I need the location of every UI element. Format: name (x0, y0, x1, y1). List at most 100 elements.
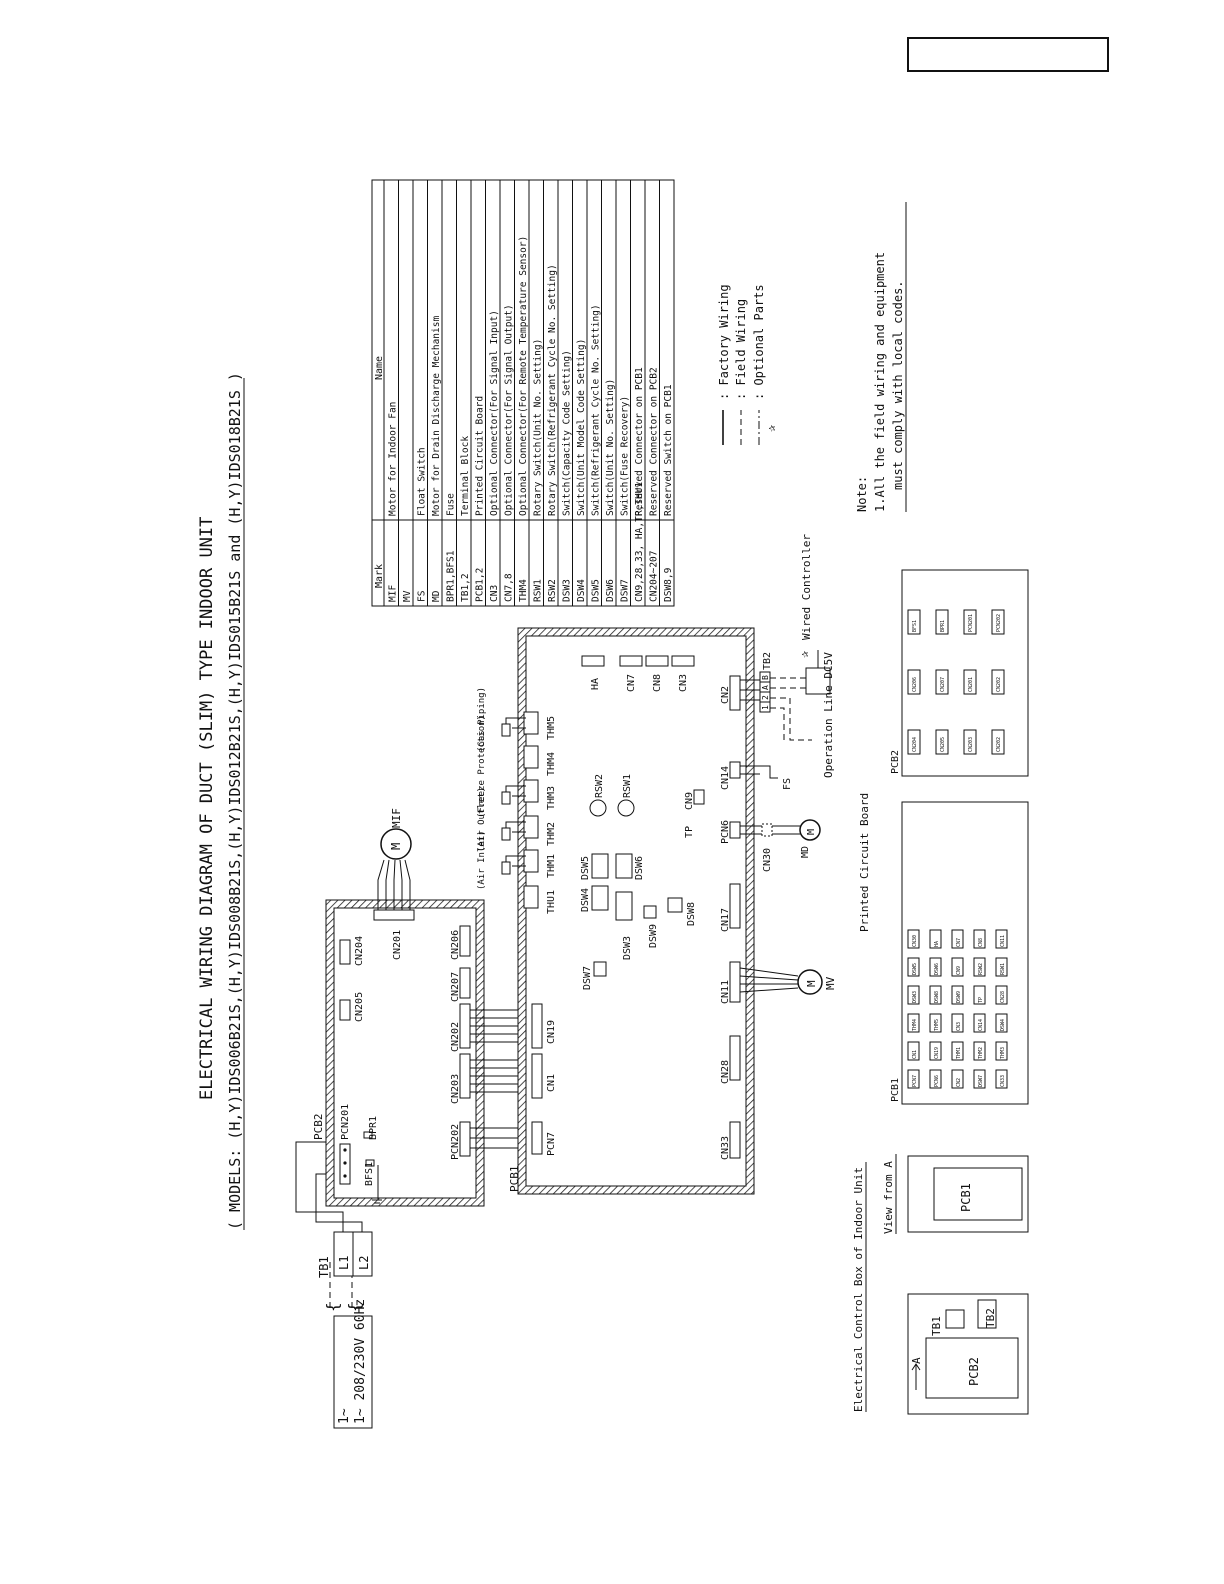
pcn7-label: PCN7 (546, 1132, 557, 1156)
dsw9-label: DSW9 (648, 924, 659, 948)
pcb1-layout-part: CN30 (912, 935, 918, 947)
thm2-label: THM2 (546, 822, 557, 846)
pcb1-layout-part: RSW1 (1000, 963, 1006, 975)
optional-star-icon: ✰ (797, 651, 811, 658)
cn17-label: CN17 (720, 908, 731, 932)
cn203-label: CN203 (450, 1074, 461, 1104)
power-supply-label: 1~ 208/230V 60Hz (353, 1299, 368, 1424)
dsw4-label: DSW4 (580, 888, 591, 912)
pcb1-layout-part: CN14 (978, 1019, 984, 1031)
ha-label: HA (590, 678, 601, 690)
cn206-label: CN206 (450, 930, 461, 960)
mv-m-symbol: M (805, 980, 818, 987)
pcb1-layout-part: DSW9 (956, 991, 962, 1003)
table-row-mark: DSW5 (591, 579, 602, 602)
l2-label: L2 (357, 1256, 371, 1270)
tb1-label: TB1 (317, 1256, 331, 1278)
pcb1-layout-label: PCB1 (890, 1078, 901, 1102)
pcn201-label: PCN201 (340, 1104, 351, 1140)
thm1-label: THM1 (546, 854, 557, 878)
table-row-name: Switch(Fuse Recovery) (620, 396, 631, 516)
cn7-label: CN7 (626, 674, 637, 692)
legend-optional: : Optional Parts (752, 284, 766, 400)
ctrl-tb2-label: TB2 (984, 1308, 997, 1328)
pcb1-layout-part: CN3 (956, 1022, 962, 1031)
pcb1-layout-part: CN28 (1000, 991, 1006, 1003)
table-row-mark: TB1,2 (460, 573, 471, 602)
table-row-name: Terminal Block (460, 436, 471, 516)
table-row-name: Rotary Switch(Refrigerant Cycle No. Sett… (547, 264, 558, 516)
mif-m-symbol: M (389, 843, 403, 850)
svg-text:{: { (345, 1302, 364, 1312)
diagram-title: ELECTRICAL WIRING DIAGRAM OF DUCT (SLIM)… (197, 517, 217, 1100)
title-line-2: ( MODELS: (H,Y)IDS006B21S,(H,Y)IDS008B21… (226, 372, 244, 1230)
gas-piping-label: (Gas Piping) (477, 687, 487, 752)
wired-controller: ✰ Wired Controller Operation Line DC5V (797, 534, 835, 778)
cn9-label: CN9 (684, 792, 695, 810)
wired-controller-label: Wired Controller (800, 534, 813, 640)
pcb1-layout-part: THM4 (912, 1019, 918, 1031)
thm5-label: THM5 (546, 716, 557, 740)
pcb2-layout-part: CN205 (940, 737, 946, 752)
note: Note: 1.All the field wiring and equipme… (855, 202, 907, 512)
rsw2-label: RSW2 (594, 774, 605, 798)
table-row-mark: MIF (388, 585, 399, 602)
table-row-mark: MD (431, 590, 442, 602)
md-m-symbol: M (806, 829, 817, 835)
svg-text:{: { (323, 1302, 342, 1312)
pcb2-label: PCB2 (312, 1114, 325, 1141)
table-row-mark: DSW6 (605, 579, 616, 602)
table-row-name: Optional Connector(For Signal Input) (489, 310, 500, 516)
tp-label: TP (684, 826, 695, 838)
table-row-mark: CN9,28,33, HA,TP,THU1 (634, 482, 645, 602)
bfs1-label: BFS1 (364, 1162, 375, 1186)
dsw3-label: DSW3 (622, 936, 633, 960)
table-row-mark: CN3 (489, 585, 500, 602)
tb1-terminal-block: TB1 L1 L2 (317, 1231, 373, 1278)
float-switch: FS (740, 765, 793, 790)
ctrl-pcb2-label: PCB2 (967, 1357, 981, 1386)
pcb2-layout-part: CN202 (996, 677, 1002, 692)
cn14-label: CN14 (720, 766, 731, 790)
table-row-mark: BPR1,BFS1 (446, 550, 457, 602)
table-row-name: Motor for Drain Discharge Mechanism (431, 316, 442, 516)
table-row-name: Fuse (446, 493, 457, 516)
pcb1-layout-part: CN11 (1000, 935, 1006, 947)
thu1-label: THU1 (546, 890, 557, 914)
pcb1-layout-part: THM3 (1000, 1047, 1006, 1059)
table-row-mark: FS (417, 590, 428, 602)
cn33-label: CN33 (720, 1136, 731, 1160)
table-row-mark: THM4 (518, 579, 529, 602)
thm4-label: THM4 (546, 752, 557, 776)
pcb1-layout-part: DSW4 (1000, 1019, 1006, 1031)
pcb1-layout-part: DSW7 (978, 1075, 984, 1087)
svg-text:1~: 1~ (337, 1408, 352, 1424)
wiring-legend: ✰ : Factory Wiring : Field Wiring : Opti… (717, 284, 778, 445)
pcb1-layout-part: DSW6 (934, 963, 940, 975)
pcb1-layout-part: CN7 (956, 938, 962, 947)
cn1-label: CN1 (546, 1074, 557, 1092)
table-row-mark: RSW2 (547, 579, 558, 602)
pcb1-layout-part: HA (934, 941, 940, 947)
pcb1-layout-part: CN8 (978, 938, 984, 947)
table-row-name: Switch(Unit Model Code Setting) (576, 339, 587, 516)
cn201-label: CN201 (392, 930, 403, 960)
thermistor-sensors (501, 717, 526, 875)
dsw8-label: DSW8 (686, 902, 697, 926)
pcb1-layout-part: THM5 (934, 1019, 940, 1031)
pcb1-layout-part: TP (978, 997, 984, 1003)
tb2-terminal-block: 1 2 A B TB2 (740, 652, 812, 741)
table-row-name: Reserved Connector on PCB2 (649, 367, 660, 516)
pcb2-layout-label: PCB2 (890, 750, 901, 774)
pcb1-layout-part: CN2 (956, 1078, 962, 1087)
rsw1-label: RSW1 (622, 774, 633, 798)
pcb1-layout-part: THM1 (956, 1047, 962, 1059)
control-box-views: Electrical Control Box of Indoor Unit Vi… (852, 1154, 1029, 1415)
table-row-mark: PCB1,2 (475, 568, 486, 602)
table-row-name: Reserved Connector on PCB1 (634, 367, 645, 516)
cn2-label: CN2 (720, 686, 731, 704)
freeze-protection-label: (Freeze Protection) (477, 715, 487, 818)
table-row-mark: DSW7 (620, 579, 631, 602)
note-line-1: 1.All the field wiring and equipment (873, 252, 887, 512)
table-row-mark: RSW1 (533, 579, 544, 602)
